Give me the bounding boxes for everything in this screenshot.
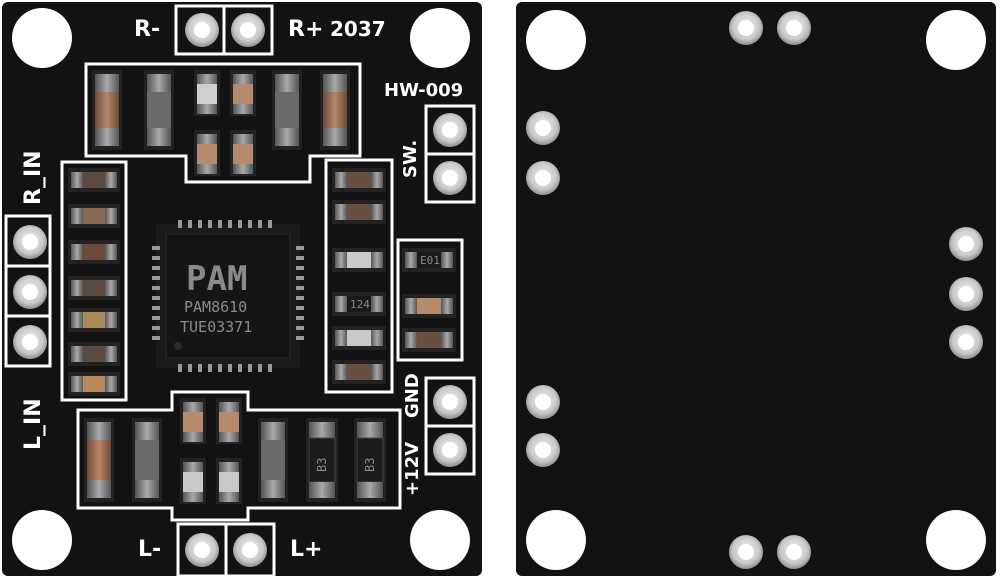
left-component-outline bbox=[60, 160, 128, 402]
label-board-code: 2037 bbox=[330, 17, 386, 41]
right2-component-outline bbox=[396, 238, 464, 362]
back-mounting-hole-tl bbox=[526, 10, 586, 70]
label-l-plus: L+ bbox=[290, 537, 322, 562]
label-gnd: GND bbox=[402, 373, 423, 418]
back-mounting-hole-bl bbox=[526, 510, 586, 570]
chip-lot: TUE03371 bbox=[180, 318, 252, 336]
label-r-plus: R+ bbox=[288, 17, 323, 42]
bottom-components: B3 B3 bbox=[84, 398, 386, 504]
front-board: R- R+ 2037 HW-009 SW. R_IN L_IN GND +12V bbox=[2, 2, 482, 578]
back-pcb bbox=[516, 2, 996, 576]
back-pads bbox=[526, 11, 983, 569]
back-mounting-hole-br bbox=[926, 510, 986, 570]
back-board bbox=[516, 2, 996, 576]
left-components bbox=[68, 168, 120, 396]
mark-e01: E01 bbox=[420, 254, 440, 267]
right-component-outline bbox=[324, 158, 394, 394]
top-component-outline bbox=[84, 62, 362, 184]
input-terminal-outline bbox=[4, 214, 52, 368]
mounting-hole-bl bbox=[12, 510, 72, 570]
right-components: 124 E01 bbox=[332, 168, 456, 384]
bottom-component-outline bbox=[76, 390, 402, 522]
pam8610-chip: PAM PAM8610 TUE03371 bbox=[152, 220, 304, 372]
back-mounting-hole-tr bbox=[926, 10, 986, 70]
mark-b3-right: B3 bbox=[363, 458, 377, 472]
mark-124: 124 bbox=[350, 298, 370, 311]
chip-logo: PAM bbox=[186, 259, 247, 299]
label-r-minus: R- bbox=[134, 17, 160, 42]
label-model: HW-009 bbox=[384, 80, 463, 101]
mark-b3-left: B3 bbox=[315, 458, 329, 472]
mounting-hole-tr bbox=[410, 8, 470, 68]
top-components bbox=[92, 70, 350, 176]
label-l-in: L_IN bbox=[21, 398, 46, 450]
label-l-minus: L- bbox=[138, 537, 161, 562]
mounting-hole-br bbox=[410, 510, 470, 570]
chip-part: PAM8610 bbox=[184, 298, 247, 316]
label-r-in: R_IN bbox=[21, 150, 46, 205]
mounting-hole-tl bbox=[12, 8, 72, 68]
label-sw: SW. bbox=[400, 140, 421, 178]
label-12v: +12V bbox=[402, 442, 423, 496]
